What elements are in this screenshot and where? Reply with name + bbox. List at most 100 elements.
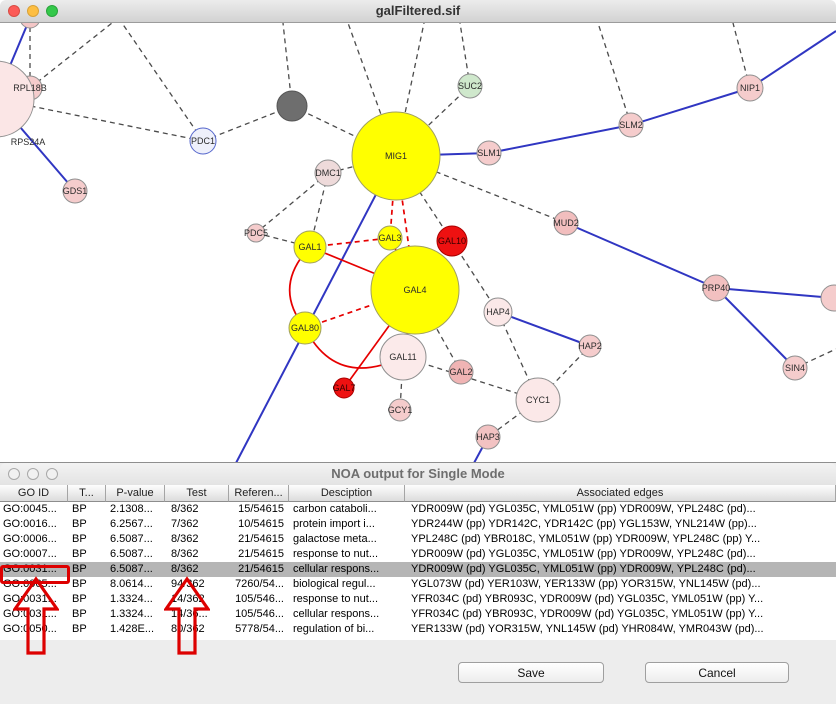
network-edge[interactable] [291, 105, 397, 157]
cell: 8/362 [171, 563, 199, 575]
node-GAL2[interactable] [448, 359, 474, 385]
node-GAL7[interactable] [333, 377, 355, 399]
cancel-button[interactable]: Cancel [645, 662, 789, 683]
save-button[interactable]: Save [458, 662, 604, 683]
node-label: GAL80 [291, 323, 319, 333]
network-edge[interactable] [395, 155, 567, 224]
node-DMC1[interactable] [314, 159, 342, 187]
node-HAP3[interactable] [475, 424, 501, 450]
node-MUD2[interactable] [553, 210, 579, 236]
node-PDC1[interactable] [189, 127, 217, 155]
node-GAL11[interactable] [379, 333, 427, 381]
node-corner[interactable] [20, 23, 40, 29]
network-edge[interactable] [395, 85, 471, 157]
node-MIG1[interactable] [351, 111, 441, 201]
node-SLM2[interactable] [618, 112, 644, 138]
network-edge[interactable] [235, 155, 397, 463]
network-edge[interactable] [597, 23, 632, 126]
network-edge[interactable] [488, 124, 632, 154]
network-edge[interactable] [121, 23, 204, 142]
network-edge[interactable] [347, 23, 397, 157]
network-edge[interactable] [715, 287, 835, 299]
minimize-button[interactable] [27, 5, 39, 17]
column-header[interactable]: GO ID [0, 485, 68, 502]
cell: BP [72, 503, 87, 515]
node-dark[interactable] [276, 90, 308, 122]
node-GAL10[interactable] [436, 225, 468, 257]
cell: cellular respons... [293, 608, 380, 620]
network-edge[interactable] [565, 222, 717, 289]
cell: carbon cataboli... [293, 503, 377, 515]
column-header[interactable]: Associated edges [405, 485, 836, 502]
node-NIP1[interactable] [736, 74, 764, 102]
network-edge[interactable] [202, 105, 293, 142]
cell: 7260/54... [235, 578, 284, 590]
cell: GO:0016... [3, 518, 57, 530]
node-PDC5[interactable] [246, 223, 266, 243]
node-label: DMC1 [315, 168, 341, 178]
zoom-button[interactable] [46, 468, 58, 480]
cell: BP [72, 548, 87, 560]
node-CYC1[interactable] [515, 377, 561, 423]
node-GAL80[interactable] [288, 311, 322, 345]
minimize-button[interactable] [27, 468, 39, 480]
cell: 6.5087... [110, 563, 153, 575]
node-label: SLM1 [477, 148, 501, 158]
node-GAL4[interactable] [370, 245, 460, 335]
cell: 6.5087... [110, 533, 153, 545]
column-header[interactable]: Test [165, 485, 229, 502]
network-canvas[interactable]: RPL18BRPS24AGDS1PDC1DMC1MIG1SUC2SLM1SLM2… [0, 23, 836, 463]
cell: GO:0031... [3, 563, 57, 575]
network-edge[interactable] [630, 87, 751, 126]
network-edge[interactable] [497, 311, 591, 347]
network-edge[interactable] [414, 289, 462, 373]
cell: 8/362 [171, 503, 199, 515]
network-edge[interactable] [749, 30, 836, 89]
network-edge[interactable] [304, 289, 416, 329]
node-label: RPL18B [13, 83, 47, 93]
column-header[interactable]: P-value [106, 485, 165, 502]
zoom-button[interactable] [46, 5, 58, 17]
node-GCY1[interactable] [388, 398, 412, 422]
close-button[interactable] [8, 468, 20, 480]
cell: cellular respons... [293, 563, 380, 575]
node-GAL3[interactable] [377, 225, 403, 251]
node-GDS1[interactable] [62, 178, 88, 204]
node-RPS24A[interactable] [0, 60, 35, 138]
cell: 105/546... [235, 593, 284, 605]
close-button[interactable] [8, 5, 20, 17]
node-SLM1[interactable] [476, 140, 502, 166]
cell: 6.2567... [110, 518, 153, 530]
node-HAP2[interactable] [578, 334, 602, 358]
network-edge[interactable] [255, 172, 329, 234]
node-HAP4[interactable] [483, 297, 513, 327]
column-header[interactable]: Referen... [229, 485, 289, 502]
node-label: GCY1 [388, 405, 413, 415]
node-SIN4[interactable] [782, 355, 808, 381]
network-edge[interactable] [29, 23, 113, 89]
node-GAL1[interactable] [293, 230, 327, 264]
cell: 94/362 [171, 578, 205, 590]
node-SUC2[interactable] [457, 73, 483, 99]
cell: 80/362 [171, 623, 205, 635]
network-edge[interactable] [794, 348, 836, 369]
node-PRP40[interactable] [702, 274, 730, 302]
node-MSX[interactable] [820, 284, 836, 312]
network-edge[interactable] [715, 287, 796, 369]
network-edge[interactable] [402, 356, 539, 401]
cell: 1.3324... [110, 608, 153, 620]
column-header[interactable]: Desciption [289, 485, 405, 502]
column-header[interactable]: T... [68, 485, 106, 502]
node-label: GAL10 [438, 236, 466, 246]
network-edge[interactable] [497, 311, 539, 401]
